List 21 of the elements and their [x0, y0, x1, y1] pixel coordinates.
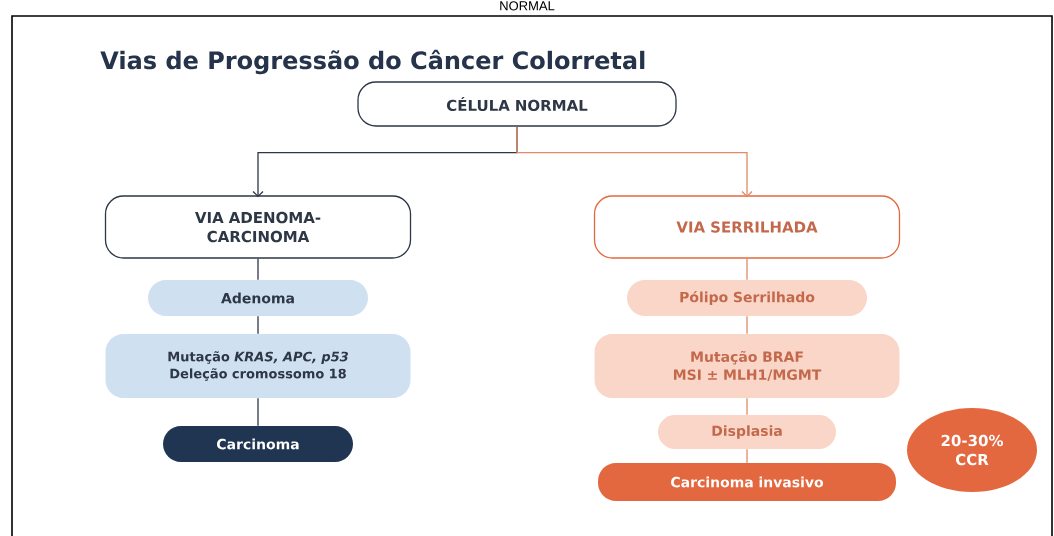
arrow — [516, 126, 753, 198]
step-box: Adenoma — [148, 280, 368, 316]
percentage-badge: 20-30% CCR — [907, 408, 1037, 492]
connector-line — [257, 397, 259, 427]
connector-line — [746, 397, 748, 416]
connector-line — [257, 258, 259, 281]
pathway-box: VIA SERRILHADA — [593, 195, 901, 259]
outcome-box: Carcinoma — [163, 426, 353, 462]
connector-line — [746, 258, 748, 281]
outcome-box: Carcinoma invasivo — [598, 463, 896, 501]
step-box: Pólipo Serrilhado — [627, 280, 867, 316]
step-box: Mutação BRAF MSI ± MLH1/MGMT — [594, 334, 900, 398]
pathway-box: VIA ADENOMA-CARCINOMA — [104, 195, 412, 259]
connector-line — [257, 315, 259, 335]
connector-line — [746, 448, 748, 464]
title: Vias de Progressão do Câncer Colorretal — [100, 49, 645, 75]
connector-line — [746, 315, 748, 335]
cut-off-text: NORMAL — [500, 1, 555, 11]
start-box: CÉLULA NORMAL — [357, 81, 677, 127]
step-box: Displasia — [658, 415, 836, 449]
step-box: Mutação KRAS, APC, p53 Deleção cromossomo 18 — [105, 334, 411, 398]
